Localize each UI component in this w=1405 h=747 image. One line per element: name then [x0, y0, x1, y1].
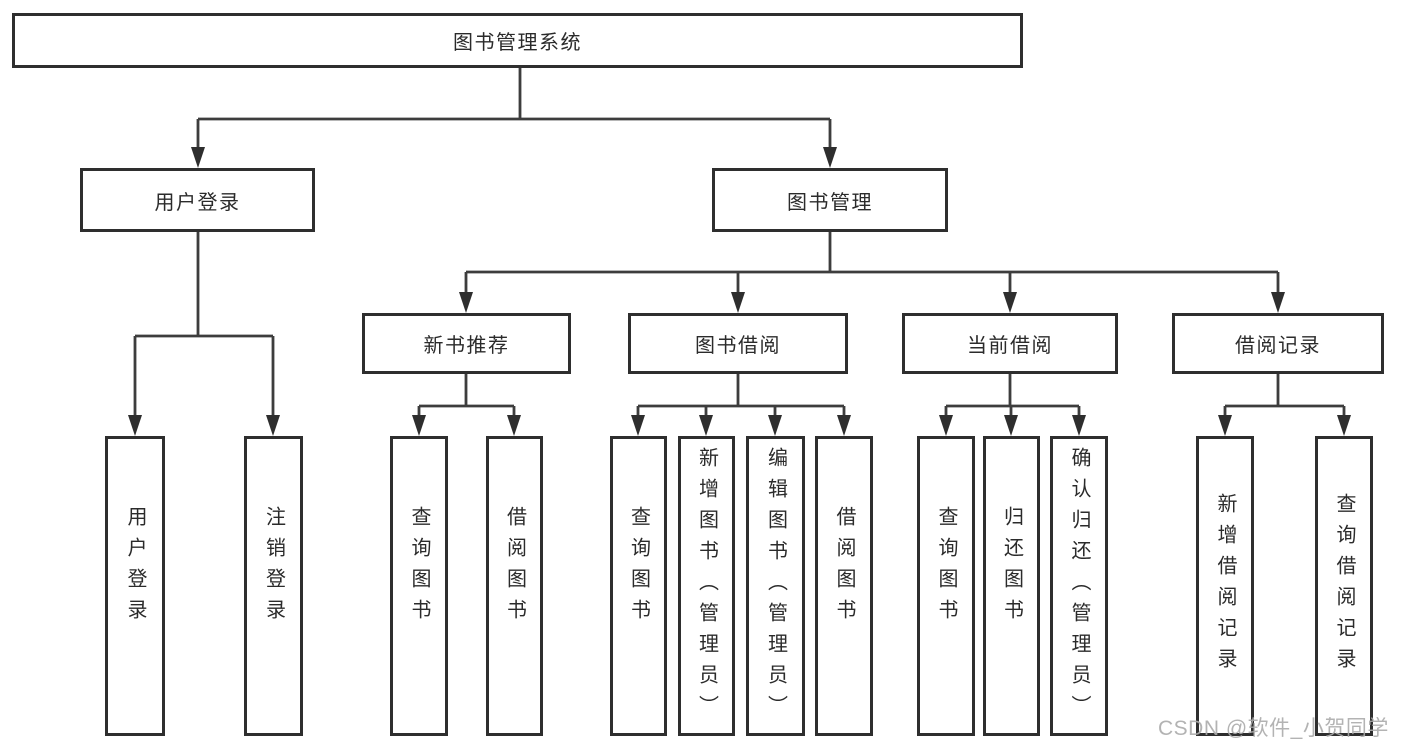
leaf-borrow-books-2: 借阅图书: [815, 436, 873, 736]
node-current-borrow-label: 当前借阅: [967, 335, 1053, 357]
node-borrow-records-label: 借阅记录: [1235, 335, 1321, 357]
leaf-query-books-3: 查询图书: [917, 436, 975, 736]
node-new-book-recommend: 新书推荐: [362, 313, 571, 374]
leaf-query-books-2-label: 查询图书: [627, 506, 650, 630]
leaf-add-borrow-record: 新增借阅记录: [1196, 436, 1254, 736]
leaf-query-borrow-record-label: 查询借阅记录: [1333, 493, 1355, 679]
node-user-login-label: 用户登录: [154, 191, 241, 214]
leaf-add-book-admin: 新增图书（管理员）: [678, 436, 735, 736]
connector-current-borrow: [944, 374, 1081, 418]
node-borrow-records: 借阅记录: [1172, 313, 1384, 374]
leaf-return-book: 归还图书: [983, 436, 1040, 736]
leaf-edit-book-admin: 编辑图书（管理员）: [746, 436, 805, 736]
connector-borrow-records: [1223, 374, 1346, 418]
leaf-borrow-books-1: 借阅图书: [486, 436, 543, 736]
leaf-confirm-return-admin-label: 确认归还（管理员）: [1068, 446, 1090, 726]
node-book-borrow-label: 图书借阅: [695, 335, 781, 357]
leaf-add-book-admin-label: 新增图书（管理员）: [695, 446, 718, 726]
node-new-book-recommend-label: 新书推荐: [423, 335, 510, 357]
node-current-borrow: 当前借阅: [902, 313, 1118, 374]
leaf-borrow-books-2-label: 借阅图书: [833, 506, 855, 630]
leaf-return-book-label: 归还图书: [1000, 506, 1023, 630]
connector-new-book: [417, 374, 516, 418]
leaf-confirm-return-admin: 确认归还（管理员）: [1050, 436, 1108, 736]
node-library-system-label: 图书管理系统: [453, 32, 582, 54]
node-book-borrow: 图书借阅: [628, 313, 848, 374]
leaf-add-borrow-record-label: 新增借阅记录: [1214, 493, 1236, 679]
node-book-management-label: 图书管理: [787, 191, 873, 214]
node-library-system: 图书管理系统: [12, 13, 1023, 68]
leaf-logout-label: 注销登录: [262, 506, 285, 630]
connector-book-borrow: [636, 374, 846, 418]
leaf-logout: 注销登录: [244, 436, 303, 736]
watermark: CSDN @软件_小贺同学: [1158, 717, 1389, 740]
leaf-query-books-3-label: 查询图书: [935, 506, 957, 630]
node-book-management: 图书管理: [712, 168, 948, 232]
leaf-edit-book-admin-label: 编辑图书（管理员）: [764, 446, 787, 726]
connector-root: [196, 68, 832, 152]
connector-user-login: [133, 232, 275, 418]
leaf-borrow-books-1-label: 借阅图书: [503, 506, 526, 630]
leaf-query-books-1: 查询图书: [390, 436, 448, 736]
leaf-query-books-2: 查询图书: [610, 436, 667, 736]
connector-book-mgmt: [464, 232, 1280, 296]
node-user-login: 用户登录: [80, 168, 315, 232]
leaf-query-books-1-label: 查询图书: [408, 506, 430, 630]
leaf-query-borrow-record: 查询借阅记录: [1315, 436, 1373, 736]
leaf-user-login-label: 用户登录: [124, 506, 146, 630]
leaf-user-login: 用户登录: [105, 436, 165, 736]
